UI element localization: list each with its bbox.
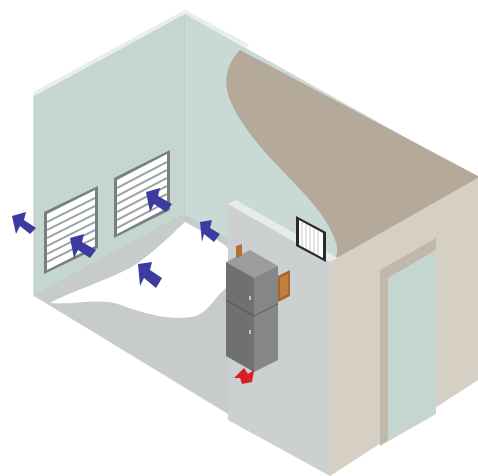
doorway-interior <box>388 250 436 440</box>
cool-air-arrow-1 <box>12 212 36 234</box>
